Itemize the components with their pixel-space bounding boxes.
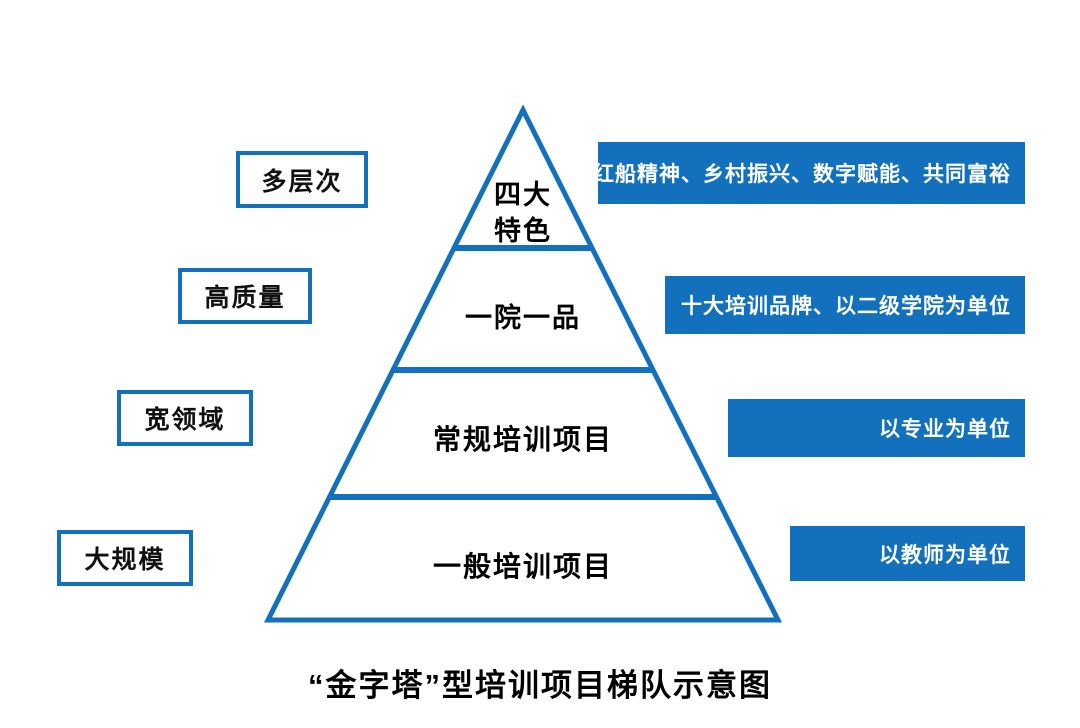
pyramid-outline bbox=[263, 104, 783, 623]
pyramid-level-label-3: 常规培训项目 bbox=[432, 424, 614, 455]
right-label-box-3: 以专业为单位 bbox=[728, 399, 1025, 457]
pyramid-level-label-1: 四大 特色 bbox=[494, 177, 552, 250]
right-label-box-2: 十大培训品牌、以二级学院为单位 bbox=[665, 276, 1025, 334]
left-label-box-4: 大规模 bbox=[57, 530, 193, 586]
right-label-box-1: 红船精神、乡村振兴、数字赋能、共同富裕 bbox=[593, 142, 1025, 204]
pyramid-level-label-1-line-1: 四大 bbox=[494, 180, 552, 210]
pyramid-level-label-1-line-2: 特色 bbox=[494, 216, 552, 247]
pyramid-level-label-2: 一院一品 bbox=[465, 303, 581, 333]
left-label-box-3: 宽领域 bbox=[117, 390, 253, 446]
pyramid-level-label-4: 一般培训项目 bbox=[432, 551, 614, 582]
left-label-box-2: 高质量 bbox=[178, 268, 312, 324]
diagram-title: “金字塔”型培训项目梯队示意图 bbox=[308, 668, 772, 703]
right-label-box-4: 以教师为单位 bbox=[790, 526, 1025, 581]
left-label-box-1: 多层次 bbox=[236, 151, 368, 208]
